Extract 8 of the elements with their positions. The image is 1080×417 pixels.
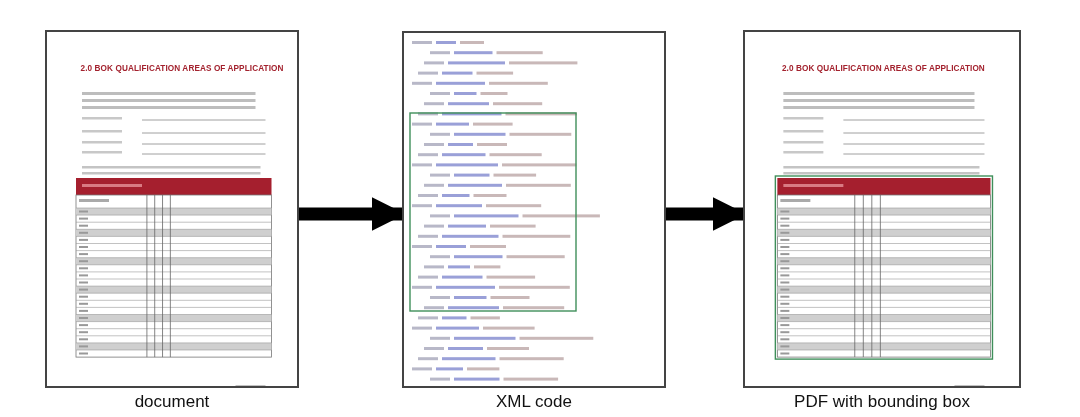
document-page [45, 30, 299, 388]
document-heading: 2.0 BOK QUALIFICATION AREAS OF APPLICATION [781, 64, 985, 73]
node-label: PDF with bounding box [794, 392, 970, 412]
node-label: document [134, 392, 210, 412]
document-page [402, 31, 666, 388]
document-page [743, 30, 1021, 388]
node-label: XML code [496, 392, 572, 412]
document-heading: 2.0 BOK QUALIFICATION AREAS OF APPLICATION [80, 64, 284, 73]
